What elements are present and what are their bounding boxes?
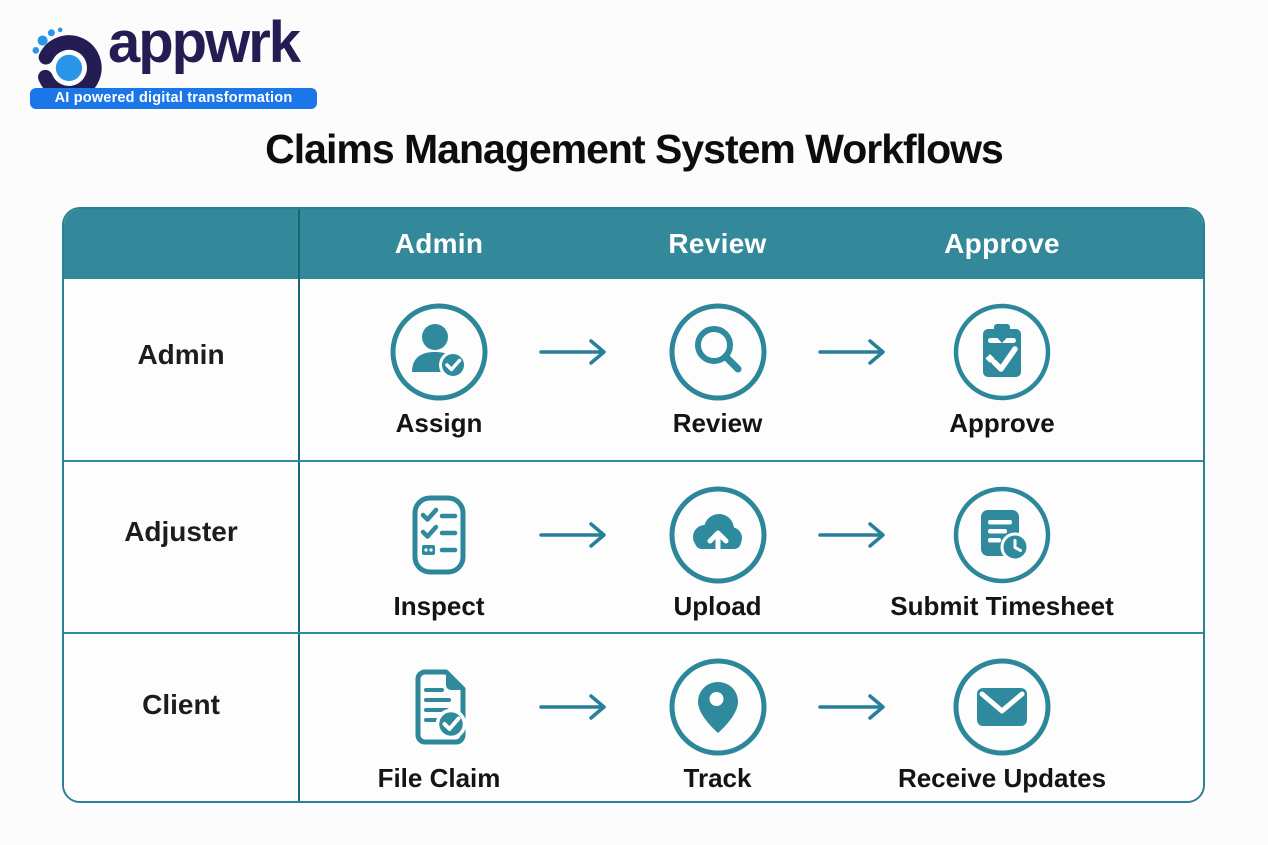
- step-upload: Upload: [578, 462, 885, 632]
- arrow-right-icon: [538, 521, 618, 549]
- step-label: File Claim: [377, 763, 501, 793]
- row-label-adjuster: Adjuster: [64, 462, 300, 632]
- table-header-row: Admin Review Approve: [64, 209, 1203, 279]
- step-review: Review: [578, 279, 885, 460]
- arrow-right-icon: [538, 693, 618, 721]
- brand-logo: appwrk AI powered digital transformation: [28, 10, 358, 118]
- magnifier-icon: [668, 302, 768, 402]
- checklist-icon: [389, 485, 489, 585]
- step-label: Receive Updates: [897, 763, 1107, 793]
- brand-name: appwrk: [108, 10, 301, 75]
- step-assign: Assign: [300, 279, 606, 460]
- step-label: Track: [683, 763, 752, 793]
- envelope-icon: [952, 657, 1052, 757]
- brand-tagline: AI powered digital transformation: [30, 88, 317, 109]
- step-label: Review: [672, 408, 763, 438]
- step-label: Assign: [395, 408, 483, 438]
- document-check-icon: [389, 657, 489, 757]
- cloud-upload-icon: [668, 485, 768, 585]
- map-pin-icon: [668, 657, 768, 757]
- step-track: Track: [578, 634, 885, 801]
- step-receive-updates: Receive Updates: [829, 634, 1175, 801]
- step-inspect: Inspect: [300, 462, 606, 632]
- arrow-right-icon: [538, 338, 618, 366]
- step-label: Upload: [673, 591, 762, 621]
- arrow-right-icon: [817, 521, 897, 549]
- arrow-right-icon: [817, 693, 897, 721]
- page-title: Claims Management System Workflows: [265, 126, 1004, 172]
- step-label: Inspect: [393, 591, 485, 621]
- table-row-adjuster: Adjuster Inspect: [64, 460, 1203, 632]
- table-corner-cell: [64, 209, 300, 279]
- row-label-client: Client: [64, 634, 300, 801]
- table-row-admin: Admin Assign: [64, 279, 1203, 460]
- step-file-claim: File Claim: [300, 634, 606, 801]
- step-submit-timesheet: Submit Timesheet: [829, 462, 1175, 632]
- workflow-table: Admin Review Approve Admin Assign: [62, 207, 1205, 803]
- arrow-right-icon: [817, 338, 897, 366]
- step-label: Approve: [949, 408, 1055, 438]
- column-header-approve: Approve: [944, 228, 1060, 259]
- column-header-admin: Admin: [394, 228, 484, 259]
- column-header-review: Review: [668, 228, 767, 259]
- step-label: Submit Timesheet: [890, 591, 1114, 621]
- row-label-admin: Admin: [64, 279, 300, 460]
- user-check-icon: [389, 302, 489, 402]
- table-row-client: Client File Claim: [64, 632, 1203, 801]
- clipboard-check-icon: [952, 302, 1052, 402]
- document-clock-icon: [952, 485, 1052, 585]
- step-approve: Approve: [829, 279, 1175, 460]
